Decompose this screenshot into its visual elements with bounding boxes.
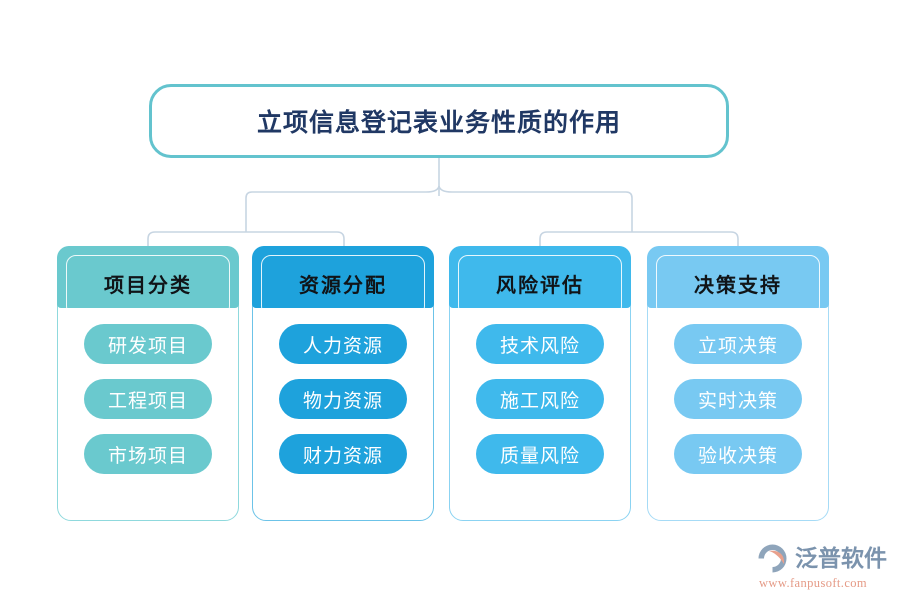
branch-header-inner-3: 风险评估	[458, 255, 622, 316]
branch-column-1[interactable]: 项目分类 研发项目 工程项目 市场项目	[57, 246, 239, 521]
branch-column-2[interactable]: 资源分配 人力资源 物力资源 财力资源	[252, 246, 434, 521]
branch-items-3: 技术风险 施工风险 质量风险	[449, 324, 631, 474]
branch-header-3[interactable]: 风险评估	[449, 246, 631, 316]
branch-header-inner-4: 决策支持	[656, 255, 820, 316]
branch-header-label-4: 决策支持	[694, 275, 782, 297]
branch-items-1: 研发项目 工程项目 市场项目	[57, 324, 239, 474]
branch-item-3-3[interactable]: 质量风险	[476, 434, 604, 474]
branch-item-2-2[interactable]: 物力资源	[279, 379, 407, 419]
branch-header-label-2: 资源分配	[299, 275, 387, 297]
branch-items-2: 人力资源 物力资源 财力资源	[252, 324, 434, 474]
branch-column-4[interactable]: 决策支持 立项决策 实时决策 验收决策	[647, 246, 829, 521]
branch-item-1-2[interactable]: 工程项目	[84, 379, 212, 419]
brand-logo: 泛普软件 www.fanpusoft.com	[757, 543, 889, 591]
brand-url: www.fanpusoft.com	[759, 576, 868, 590]
connector-top-split	[245, 185, 633, 204]
branch-header-label-3: 风险评估	[496, 275, 584, 297]
branch-header-4[interactable]: 决策支持	[647, 246, 829, 316]
branch-item-1-1[interactable]: 研发项目	[84, 324, 212, 364]
branch-header-inner-2: 资源分配	[261, 255, 425, 316]
branch-column-3[interactable]: 风险评估 技术风险 施工风险 质量风险	[449, 246, 631, 521]
branch-item-4-2[interactable]: 实时决策	[674, 379, 802, 419]
root-title-text: 立项信息登记表业务性质的作用	[256, 110, 621, 137]
branch-header-label-1: 项目分类	[104, 275, 192, 297]
branch-header-2[interactable]: 资源分配	[252, 246, 434, 316]
branch-item-3-2[interactable]: 施工风险	[476, 379, 604, 419]
branch-header-1[interactable]: 项目分类	[57, 246, 239, 316]
brand-name: 泛普软件	[795, 544, 887, 571]
brand-mark-icon	[758, 544, 787, 573]
branch-item-2-1[interactable]: 人力资源	[279, 324, 407, 364]
branch-item-1-3[interactable]: 市场项目	[84, 434, 212, 474]
branch-header-inner-1: 项目分类	[66, 255, 230, 316]
branch-item-4-3[interactable]: 验收决策	[674, 434, 802, 474]
branch-item-3-1[interactable]: 技术风险	[476, 324, 604, 364]
branch-items-4: 立项决策 实时决策 验收决策	[647, 324, 829, 474]
root-title-box: 立项信息登记表业务性质的作用	[149, 84, 729, 158]
brand-row: 泛普软件	[757, 543, 887, 573]
branch-item-2-3[interactable]: 财力资源	[279, 434, 407, 474]
branch-item-4-1[interactable]: 立项决策	[674, 324, 802, 364]
